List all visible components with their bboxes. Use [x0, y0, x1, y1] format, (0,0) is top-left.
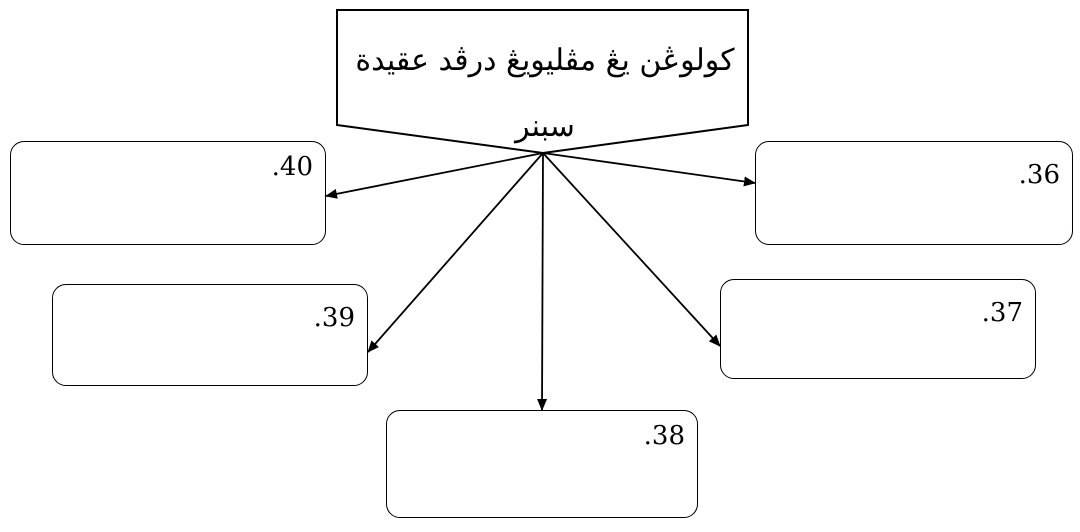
answer-box-39: .39: [52, 284, 368, 386]
answer-box-38: .38: [386, 410, 698, 518]
arrow-to-box-40: [325, 152, 544, 199]
title-callout-shape: [336, 9, 749, 155]
title-text: كولوڠن يڠ مڤليويڠ درڤد عقيدة سبنر: [355, 43, 735, 144]
box-label-36: .36: [1018, 160, 1060, 190]
box-label-37: .37: [981, 298, 1023, 328]
arrow-to-box-39: [367, 152, 544, 353]
arrow-to-box-38: [537, 152, 548, 411]
answer-box-36: .36: [755, 141, 1073, 245]
arrow-to-box-36: [542, 152, 756, 187]
answer-box-37: .37: [720, 279, 1036, 379]
box-label-39: .39: [313, 303, 355, 333]
box-label-38: .38: [643, 421, 685, 451]
box-label-40: .40: [271, 152, 313, 182]
arrow-to-box-37: [542, 152, 721, 347]
answer-box-40: .40: [10, 141, 326, 245]
